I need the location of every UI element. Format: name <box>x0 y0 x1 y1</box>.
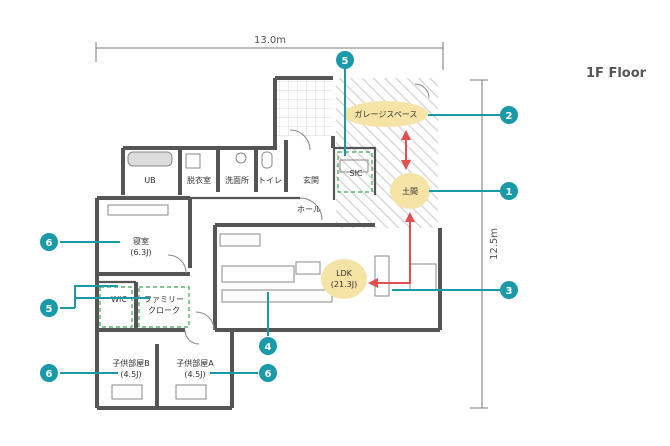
tiled-porch <box>275 78 333 136</box>
marker-4-kitchen: 4 <box>259 337 277 355</box>
room-dressing: 脱衣室 <box>187 175 211 185</box>
room-family-closet-line1: ファミリー <box>144 295 184 304</box>
floor-label: 1F Floor <box>586 66 647 81</box>
svg-text:6: 6 <box>46 369 53 380</box>
garage-floor <box>336 78 438 228</box>
wic-outline <box>99 286 133 328</box>
walls <box>95 76 442 410</box>
svg-text:5: 5 <box>342 56 349 67</box>
marker-5-sic: 5 <box>336 51 354 69</box>
room-family-closet-line2: クローク <box>148 306 180 315</box>
door-swings <box>167 83 430 345</box>
sic-outline <box>337 151 373 193</box>
ldk-highlight <box>321 259 367 299</box>
room-child-a-name: 子供部屋A <box>176 358 214 368</box>
svg-text:6: 6 <box>265 369 272 380</box>
marker-3-ldk: 3 <box>500 281 518 299</box>
marker-1-doma: 1 <box>500 182 518 200</box>
marker-6-bedroom: 6 <box>40 233 58 251</box>
room-doma: 土間 <box>402 186 418 196</box>
leader-lines <box>60 68 500 374</box>
depth-dimension: 12.5m <box>470 79 500 409</box>
room-entrance: 玄関 <box>303 175 319 185</box>
room-sic: SIC <box>349 169 362 178</box>
marker-2-garage: 2 <box>500 106 518 124</box>
marker-5-closets: 5 <box>40 299 58 317</box>
inner-walls <box>97 146 377 284</box>
room-child-a-size: (4.5J) <box>184 370 205 379</box>
marker-6-child-a: 6 <box>259 364 277 382</box>
svg-text:2: 2 <box>506 111 513 122</box>
room-wic: WIC <box>111 295 127 304</box>
room-ldk-size: (21.3J) <box>331 280 357 289</box>
svg-text:3: 3 <box>506 286 513 297</box>
doma-highlight <box>390 173 430 209</box>
arrow-doma-ldk <box>368 212 415 288</box>
svg-text:5: 5 <box>46 304 53 315</box>
width-label: 13.0m <box>254 35 286 46</box>
room-child-b-size: (4.5J) <box>120 370 141 379</box>
room-bedroom-name: 寝室 <box>133 236 149 246</box>
garage-highlight <box>344 101 428 127</box>
room-bedroom-size: (6.3J) <box>130 248 151 257</box>
room-garage-space: ガレージスペース <box>355 109 418 119</box>
room-ldk-name: LDK <box>336 269 353 278</box>
width-dimension: 13.0m <box>95 35 444 70</box>
room-ub: UB <box>144 176 155 185</box>
svg-text:4: 4 <box>265 342 272 353</box>
svg-text:6: 6 <box>46 238 53 249</box>
family-closet-outline <box>138 286 190 328</box>
room-hall: ホール <box>297 205 321 214</box>
svg-text:1: 1 <box>506 187 513 198</box>
room-child-b-name: 子供部屋B <box>112 358 150 368</box>
marker-6-child-b: 6 <box>40 364 58 382</box>
room-toilet: トイレ <box>258 176 282 185</box>
room-washroom: 洗面所 <box>225 175 249 185</box>
depth-label: 12.5m <box>489 228 500 260</box>
